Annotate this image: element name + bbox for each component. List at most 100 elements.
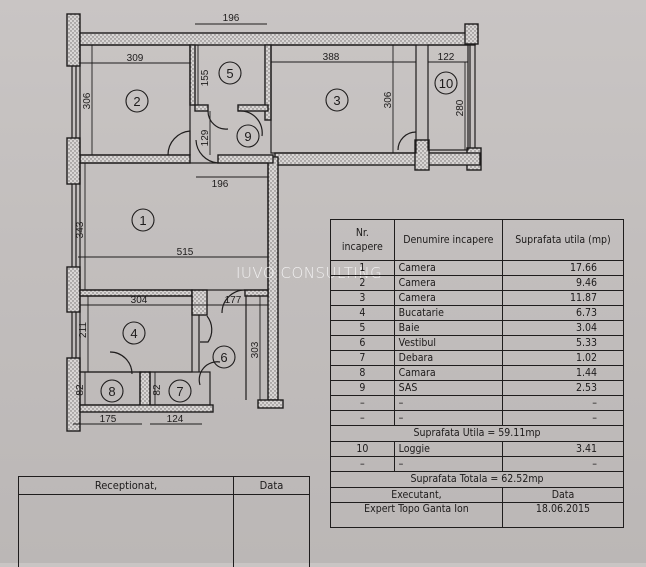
total-area: Suprafata Totala = 62.52mp [331,472,624,488]
row-nr: 4 [331,306,395,321]
row-area: – [502,396,623,411]
svg-text:177: 177 [225,295,242,306]
room-1-label: 1 [132,209,154,231]
useful-area-total: Suprafata Utila = 59.11mp [331,426,624,442]
row-name: Camera [394,291,502,306]
svg-text:304: 304 [131,295,148,306]
row-area: 3.41 [502,442,623,457]
svg-text:306: 306 [82,92,93,109]
executant-name: Expert Topo Ganta Ion [331,503,503,528]
reception-header-row: Receptionat, Data [19,477,310,495]
executant-row: Expert Topo Ganta Ion 18.06.2015 [331,503,624,528]
row-nr: 1 [331,261,395,276]
row-name: Vestibul [394,336,502,351]
room-5-label: 5 [219,62,241,84]
svg-text:196: 196 [223,13,240,24]
table-row: ––– [331,396,624,411]
svg-text:280: 280 [455,99,466,116]
row-nr: 9 [331,381,395,396]
reception-body-row [19,495,310,567]
row-area: 17.66 [502,261,623,276]
svg-text:1: 1 [139,213,146,228]
svg-text:211: 211 [78,322,89,338]
svg-text:306: 306 [383,91,394,108]
row-area: 2.53 [502,381,623,396]
table-header-row: Nr. incapere Denumire incapere Suprafata… [331,220,624,261]
svg-text:515: 515 [177,247,194,258]
row-name: Camera [394,276,502,291]
row-area: – [502,411,623,426]
row-name: Debara [394,351,502,366]
svg-text:5: 5 [226,66,233,81]
svg-text:124: 124 [167,414,184,425]
svg-text:7: 7 [176,384,183,399]
svg-text:82: 82 [75,384,86,396]
svg-text:388: 388 [323,52,340,63]
room-4-label: 4 [123,322,145,344]
svg-text:82: 82 [152,384,163,396]
room-3-label: 3 [326,89,348,111]
row-area: 1.02 [502,351,623,366]
svg-text:343: 343 [75,221,86,238]
svg-text:303: 303 [250,341,261,358]
row-nr: 7 [331,351,395,366]
room-2-label: 2 [126,90,148,112]
date-label: Data [502,488,623,503]
svg-text:155: 155 [200,69,211,86]
row-area: 6.73 [502,306,623,321]
svg-text:122: 122 [438,52,455,63]
row-nr: – [331,396,395,411]
room-7-label: 7 [169,380,191,402]
row-area: 3.04 [502,321,623,336]
reception-date-area [234,495,310,567]
row-area: 5.33 [502,336,623,351]
svg-text:196: 196 [212,179,229,190]
table-row: ––– [331,457,624,472]
total-area-row: Suprafata Totala = 62.52mp [331,472,624,488]
row-area: – [502,457,623,472]
row-name: – [394,411,502,426]
useful-area-total-row: Suprafata Utila = 59.11mp [331,426,624,442]
header-name: Denumire incapere [394,220,502,261]
row-nr: 2 [331,276,395,291]
reception-signature-area [19,495,234,567]
svg-text:9: 9 [244,129,251,144]
room-area-table: Nr. incapere Denumire incapere Suprafata… [330,219,624,528]
svg-text:6: 6 [220,350,227,365]
row-name: Baie [394,321,502,336]
executant-label: Executant, [331,488,503,503]
reception-label: Receptionat, [19,477,234,495]
svg-text:309: 309 [127,53,144,64]
row-name: Camera [394,261,502,276]
svg-text:8: 8 [108,384,115,399]
header-nr: Nr. incapere [331,220,395,261]
room-10-label: 10 [435,72,457,94]
reception-box: Receptionat, Data [18,476,310,567]
svg-text:129: 129 [200,129,211,146]
table-row: ––– [331,411,624,426]
row-name: Loggie [394,442,502,457]
svg-text:4: 4 [130,326,137,341]
reception-date-label: Data [234,477,310,495]
svg-text:3: 3 [333,93,340,108]
svg-text:175: 175 [100,414,117,425]
row-name: SAS [394,381,502,396]
row-area: 11.87 [502,291,623,306]
row-area: 9.46 [502,276,623,291]
date-value: 18.06.2015 [502,503,623,528]
header-area: Suprafata utila (mp) [502,220,623,261]
row-nr: 10 [331,442,395,457]
row-nr: 6 [331,336,395,351]
svg-text:10: 10 [439,76,453,91]
room-6-label: 6 [213,346,235,368]
